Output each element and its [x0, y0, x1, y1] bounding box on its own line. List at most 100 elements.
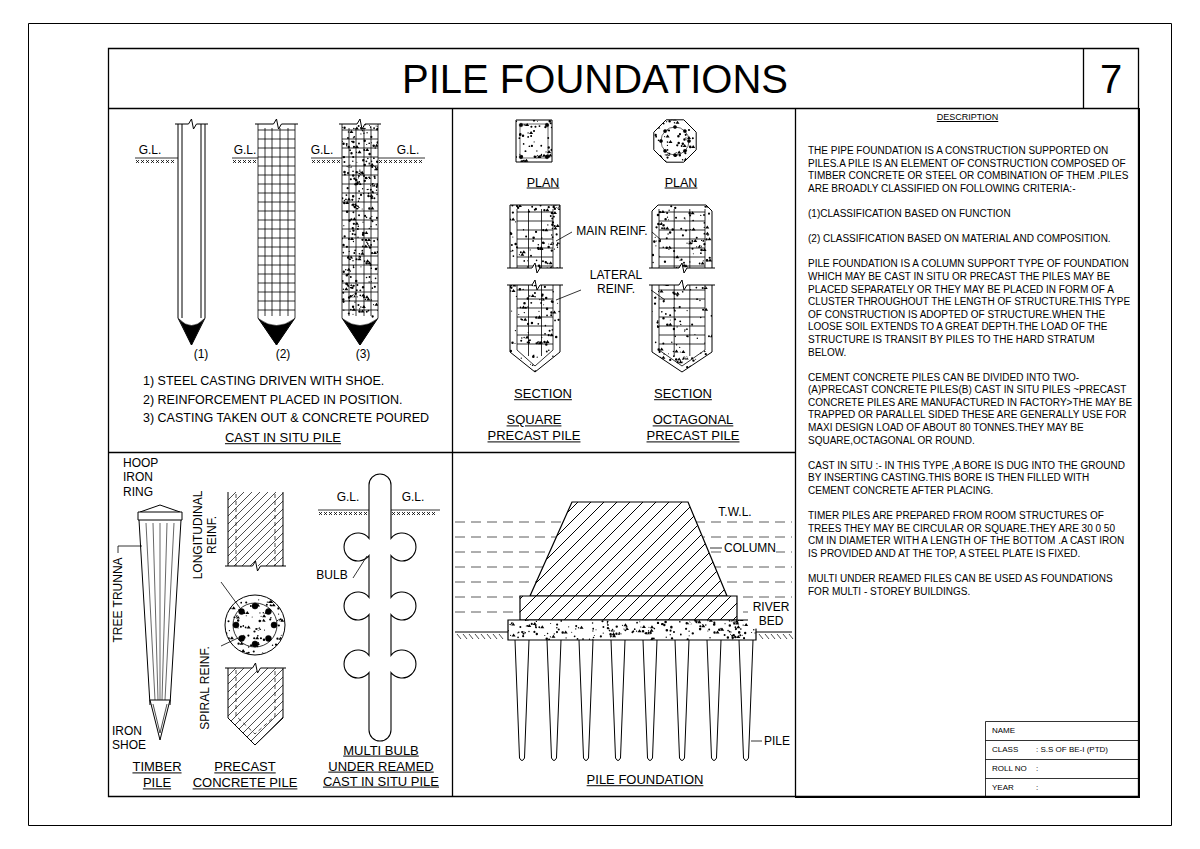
lateral-tie — [520, 124, 548, 158]
figure-caption: OCTAGONAL PRECAST PILE — [637, 412, 749, 443]
ground-line — [378, 158, 425, 163]
concrete-stipple — [341, 124, 383, 318]
spiral-reinforcement — [233, 603, 277, 647]
pile — [643, 640, 657, 761]
ground-level-label: G.L. — [234, 143, 257, 157]
view-label: PLAN — [665, 176, 698, 191]
wood-grain — [146, 523, 174, 700]
pile-hatch — [151, 668, 356, 745]
ground-level-label: G.L. — [139, 143, 162, 157]
plan-square — [516, 120, 552, 162]
ground-line — [135, 158, 178, 163]
reinforcement — [517, 209, 553, 366]
leader-line — [710, 548, 762, 741]
tree-trunk — [139, 520, 181, 705]
concrete-stipple — [225, 598, 290, 656]
description-paragraph: (1)CLASSIFICATION BASED ON FUNCTION — [808, 208, 1133, 221]
description-panel: DESCRIPTIONTHE PIPE FOUNDATION IS A CONS… — [795, 108, 1140, 798]
leader-line — [118, 546, 142, 553]
step-note: 2) REINFORCEMENT PLACED IN POSITION. — [143, 393, 403, 408]
panel-divider — [109, 49, 1139, 797]
pile — [611, 640, 625, 761]
figure-caption: PRECAST CONCRETE PILE — [186, 759, 304, 790]
pile-outline — [228, 668, 283, 745]
ground-level-label: G.L. — [311, 143, 334, 157]
part-label: MAIN REINF. — [576, 224, 647, 238]
break-mark — [225, 663, 286, 673]
sheet-number: 7 — [1100, 55, 1122, 103]
break-mark — [507, 263, 563, 273]
concrete-stipple — [650, 115, 696, 165]
pile-section — [652, 205, 712, 268]
view-label: SECTION — [654, 386, 712, 402]
break-mark — [255, 119, 298, 129]
main-bar — [659, 125, 690, 156]
break-mark — [649, 280, 715, 290]
step-number: (1) — [194, 347, 209, 361]
ground-line — [318, 510, 369, 515]
part-label: PILE — [764, 734, 790, 748]
description-paragraph: MULTI UNDER REAMED FILES CAN BE USED AS … — [808, 573, 1133, 598]
sheet-border — [29, 24, 1172, 826]
pile — [675, 640, 689, 761]
level-label: T.W.L. — [718, 505, 751, 519]
pile-shoe-fill — [343, 319, 377, 345]
reinforcement — [659, 209, 705, 366]
part-label: BULB — [316, 568, 347, 582]
concrete-stipple — [652, 283, 716, 374]
pile-shoe — [258, 318, 295, 345]
part-label: HOOP IRON RING — [123, 456, 167, 499]
pile — [707, 640, 721, 761]
part-label: IRON SHOE — [112, 724, 154, 753]
step-note: 1) STEEL CASTING DRIVEN WITH SHOE. — [143, 374, 384, 389]
figure-caption: MULTI BULB UNDER REAMED CAST IN SITU PIL… — [319, 743, 443, 790]
sheet-title: PILE FOUNDATIONS — [402, 55, 788, 103]
figure-caption: SQUARE PRECAST PILE — [478, 412, 590, 443]
concrete-pile-cage — [342, 124, 378, 318]
ground-level-label: G.L. — [402, 490, 425, 504]
iron-shoe-inner — [153, 704, 167, 733]
table-cell: : — [1036, 783, 1038, 793]
part-label: SPIRAL REINF. — [198, 646, 212, 730]
leader-line — [221, 582, 240, 646]
ground-level-label: G.L. — [337, 490, 360, 504]
break-mark — [507, 280, 563, 290]
hoop-cap — [140, 505, 180, 512]
ground-line — [232, 158, 258, 163]
pile-section — [652, 285, 712, 372]
pile-shoe-fill — [179, 319, 204, 345]
part-label: RIVER BED — [748, 600, 794, 629]
frame-border — [109, 49, 1139, 797]
pile-hatch — [154, 492, 356, 566]
pile-section — [510, 285, 560, 372]
main-bar — [519, 123, 549, 159]
ground-level-label: G.L. — [397, 143, 420, 157]
reinforcement-cage — [258, 124, 295, 318]
leader-line — [353, 556, 367, 578]
steel-casing — [178, 124, 205, 318]
pile — [739, 640, 753, 761]
longitudinal-bar — [236, 670, 275, 734]
step-number: (2) — [276, 347, 291, 361]
description-paragraph: CEMENT CONCRETE PILES CAN BE DIVIDED INT… — [808, 372, 1133, 448]
pile — [515, 640, 529, 761]
view-label: SECTION — [514, 386, 572, 402]
part-label: LONGITUDINAL REINF. — [191, 485, 220, 585]
figure-caption: TIMBER PILE — [126, 759, 188, 790]
ground-line — [311, 158, 342, 163]
figure-caption: PILE FOUNDATION — [587, 772, 704, 788]
pile — [547, 640, 561, 761]
break-mark — [649, 263, 715, 273]
table-cell: YEAR — [992, 783, 1014, 793]
pile-shoe — [178, 318, 205, 345]
section-heading: DESCRIPTION — [796, 112, 1139, 123]
view-label: PLAN — [527, 176, 560, 191]
table-cell: CLASS — [992, 745, 1018, 755]
longitudinal-bar — [233, 603, 277, 647]
table-cell: ROLL NO — [992, 764, 1027, 774]
pile-outline — [228, 492, 283, 566]
pile — [579, 640, 593, 761]
table-cell: : — [1036, 764, 1038, 774]
figure-caption: CAST IN SITU PILE — [225, 430, 341, 446]
